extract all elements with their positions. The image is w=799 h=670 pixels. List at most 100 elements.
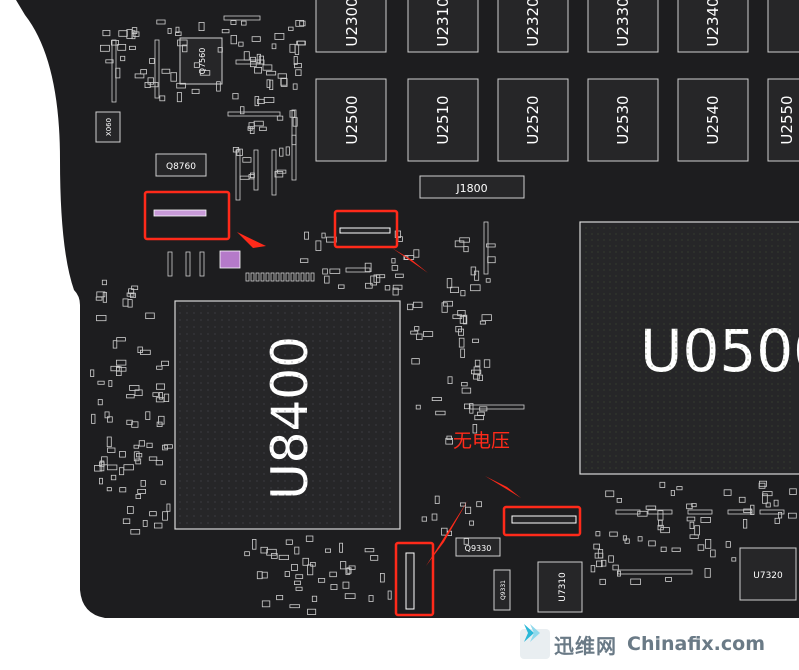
passive-part [612,564,619,571]
bga-ball [765,233,767,235]
bga-ball [347,452,349,454]
bga-ball [186,333,188,335]
bga-ball [777,353,779,355]
bga-ball [687,467,689,469]
passive-part [304,231,309,240]
passive-part [345,267,371,273]
red-arrow-1 [237,232,266,248]
bga-ball [663,377,665,379]
bga-ball [747,371,749,373]
bga-ball [382,459,384,461]
passive-part [395,273,404,278]
bga-ball [319,431,321,433]
bga-ball [193,340,195,342]
passive-part [133,444,139,449]
bga-ball [207,389,209,391]
bga-ball [783,335,785,337]
bga-ball [200,508,202,510]
bga-ball [663,425,665,427]
bga-ball [735,425,737,427]
bga-ball [723,353,725,355]
bga-ball [633,323,635,325]
bga-ball [747,317,749,319]
bga-ball [753,395,755,397]
bga-ball [717,359,719,361]
bga-ball [333,326,335,328]
bga-ball [361,354,363,356]
bga-ball [711,365,713,367]
bga-ball [298,522,300,524]
bga-ball [263,375,265,377]
bga-ball [687,251,689,253]
bga-ball [615,389,617,391]
bga-ball [312,312,314,314]
bga-ball [585,245,587,247]
bga-ball [777,467,779,469]
bga-ball [270,382,272,384]
bga-ball [368,515,370,517]
bga-ball [657,389,659,391]
bga-ball [681,449,683,451]
bga-ball [699,389,701,391]
bga-ball [723,269,725,271]
bga-ball [270,494,272,496]
bga-ball [771,305,773,307]
bga-ball [256,473,258,475]
bga-ball [389,424,391,426]
bga-ball [256,347,258,349]
bga-ball [747,449,749,451]
bga-ball [741,449,743,451]
bga-ball [214,431,216,433]
chip-u2500-label: U2500 [343,95,361,144]
bga-ball [221,347,223,349]
passive-part [99,460,105,472]
bga-ball [783,299,785,301]
bga-ball [753,431,755,433]
bga-ball [603,239,605,241]
bga-ball [747,425,749,427]
bga-ball [663,239,665,241]
bga-ball [256,354,258,356]
bga-ball [639,437,641,439]
bga-ball [312,438,314,440]
bga-ball [326,312,328,314]
passive-part [111,40,120,46]
bga-ball [312,473,314,475]
passive-part [260,546,268,554]
passive-part [731,557,737,562]
bga-ball [179,466,181,468]
bga-ball [639,251,641,253]
bga-ball [312,410,314,412]
bga-ball [783,371,785,373]
passive-part [384,285,391,291]
bga-ball [633,419,635,421]
bga-ball [235,473,237,475]
bga-ball [319,424,321,426]
bga-ball [214,375,216,377]
bga-ball [633,329,635,331]
bga-ball [326,347,328,349]
bga-ball [723,239,725,241]
bga-ball [729,245,731,247]
bga-ball [319,487,321,489]
bga-ball [277,508,279,510]
bga-ball [753,275,755,277]
bga-ball [687,377,689,379]
bga-ball [389,487,391,489]
bga-ball [693,347,695,349]
bga-ball [186,473,188,475]
bga-ball [723,263,725,265]
bga-ball [747,305,749,307]
bga-ball [663,419,665,421]
bga-ball [249,340,251,342]
bga-ball [681,419,683,421]
bga-ball [615,257,617,259]
bga-ball [221,522,223,524]
bga-ball [228,410,230,412]
bga-ball [615,329,617,331]
passive-part [130,529,141,535]
bga-ball [249,487,251,489]
bga-ball [771,293,773,295]
bga-ball [675,359,677,361]
passive-part [256,571,263,580]
